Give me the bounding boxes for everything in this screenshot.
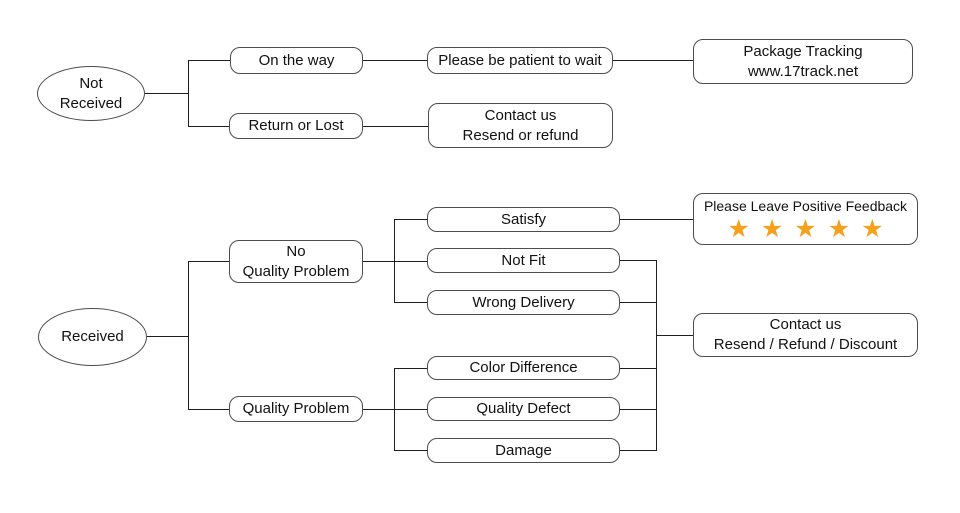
connector-line <box>188 261 229 262</box>
connector-line <box>620 450 656 451</box>
connector-line <box>188 409 229 410</box>
node-positive-feedback: Please Leave Positive Feedback ★★★★★ <box>693 193 918 245</box>
node-on-the-way: On the way <box>230 47 363 74</box>
connector-line <box>620 219 693 220</box>
node-satisfy-label: Satisfy <box>500 210 546 228</box>
five-star-rating-icon: ★★★★★ <box>727 214 895 244</box>
connector-line <box>147 336 188 337</box>
node-satisfy: Satisfy <box>427 207 620 232</box>
connector-line <box>620 368 656 369</box>
node-wrong-delivery-label: Wrong Delivery <box>472 293 575 311</box>
connector-line <box>394 368 395 451</box>
connector-line <box>145 93 188 94</box>
connector-line <box>363 261 427 262</box>
connector-line <box>613 60 693 61</box>
connector-line <box>394 219 427 220</box>
node-received: Received <box>38 308 147 366</box>
connector-line <box>188 60 230 61</box>
node-contact-resend-refund: Contact us Resend or refund <box>428 103 613 148</box>
connector-line <box>620 302 656 303</box>
node-contact-resend-refund-discount-label: Contact us Resend / Refund / Discount <box>713 316 898 353</box>
connector-line <box>363 60 427 61</box>
node-quality-problem: Quality Problem <box>229 396 363 422</box>
node-not-fit-label: Not Fit <box>501 251 546 269</box>
node-wrong-delivery: Wrong Delivery <box>427 290 620 315</box>
connector-line <box>620 260 656 261</box>
node-please-be-patient-label: Please be patient to wait <box>438 51 602 69</box>
connector-line <box>188 126 229 127</box>
connector-line <box>394 302 427 303</box>
node-return-or-lost-label: Return or Lost <box>248 117 344 135</box>
connector-line <box>656 335 693 336</box>
node-color-difference-label: Color Difference <box>469 359 578 377</box>
connector-line <box>394 219 395 303</box>
node-contact-resend-refund-label: Contact us Resend or refund <box>462 106 579 144</box>
connector-line <box>188 60 189 127</box>
node-positive-feedback-label: Please Leave Positive Feedback <box>703 197 908 214</box>
node-quality-problem-label: Quality Problem <box>242 400 350 418</box>
connector-line <box>394 368 427 369</box>
node-quality-defect: Quality Defect <box>427 397 620 421</box>
node-damage: Damage <box>427 438 620 463</box>
node-received-label: Received <box>61 328 124 346</box>
connector-line <box>363 126 428 127</box>
node-return-or-lost: Return or Lost <box>229 113 363 139</box>
node-no-quality-problem: No Quality Problem <box>229 240 363 283</box>
node-not-fit: Not Fit <box>427 248 620 273</box>
node-please-be-patient: Please be patient to wait <box>427 47 613 74</box>
connector-line <box>188 261 189 410</box>
node-package-tracking: Package Tracking www.17track.net <box>693 39 913 84</box>
node-quality-defect-label: Quality Defect <box>476 400 571 418</box>
connector-line <box>394 450 427 451</box>
connector-line <box>363 409 427 410</box>
node-package-tracking-label: Package Tracking www.17track.net <box>743 42 863 80</box>
connector-line <box>620 409 656 410</box>
node-not-received-label: Not Received <box>59 74 123 112</box>
connector-line <box>656 260 657 451</box>
node-on-the-way-label: On the way <box>258 51 335 69</box>
node-not-received: Not Received <box>37 66 145 121</box>
node-contact-resend-refund-discount: Contact us Resend / Refund / Discount <box>693 313 918 357</box>
node-color-difference: Color Difference <box>427 356 620 380</box>
node-no-quality-problem-label: No Quality Problem <box>242 242 350 280</box>
node-damage-label: Damage <box>495 441 552 459</box>
